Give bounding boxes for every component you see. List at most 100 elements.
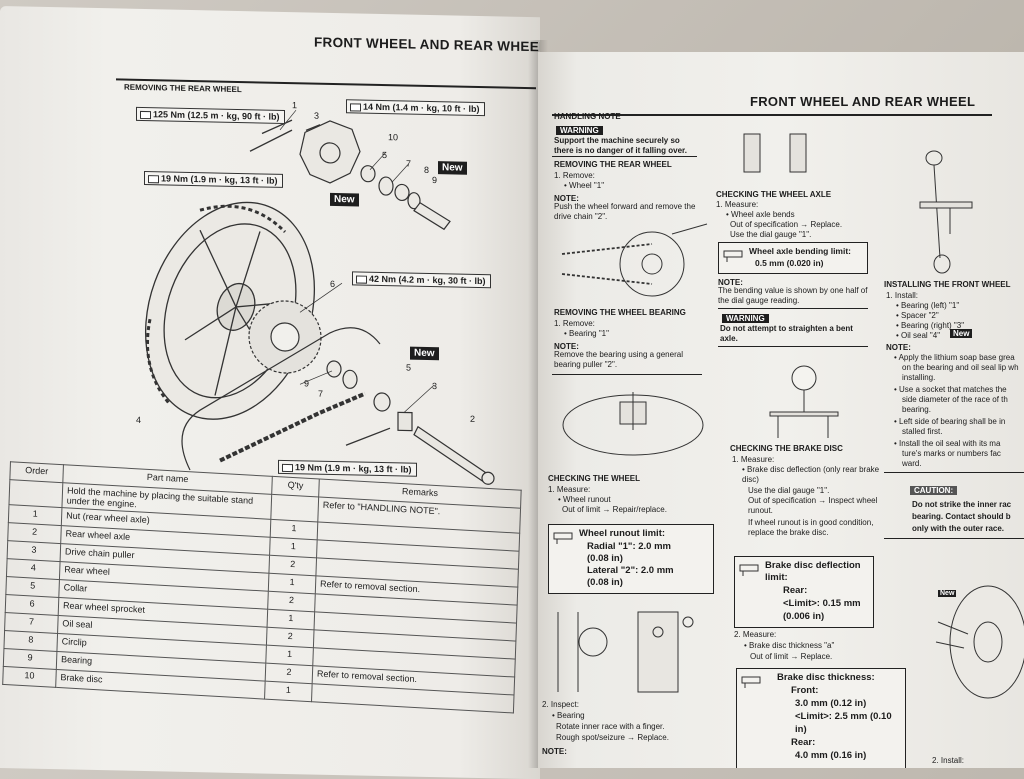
install-item: • Oil seal "4"	[896, 331, 941, 340]
install-step-2: 2. Install:	[932, 756, 965, 765]
callout-number: 1	[292, 100, 298, 111]
caliper-icon	[741, 676, 761, 688]
front-wheel-install-illustration	[919, 150, 973, 274]
right-page: FRONT WHEEL AND REAR WHEEL HANDLING NOTE…	[538, 52, 1024, 768]
spec-lateral-inch: (0.08 in)	[587, 577, 623, 588]
callout-number: 7	[318, 388, 324, 399]
wheel-runout-spec-box: Wheel runout limit: Radial "1": 2.0 mm (…	[548, 524, 714, 594]
note-line: installing.	[902, 373, 936, 382]
torque-label-19nm-bottom: 19 Nm (1.9 m · kg, 13 ft · lb)	[278, 459, 417, 477]
callout-number: 9	[304, 378, 310, 389]
note-line: • Use a socket that matches the	[894, 385, 1007, 394]
remove-step: 1. Remove:	[554, 171, 595, 180]
callout-number: 8	[424, 164, 430, 175]
measure-step: 1. Measure:	[716, 200, 759, 209]
warning-text: Do not attempt to straighten a bent axle…	[720, 324, 853, 343]
note-label: NOTE:	[554, 194, 579, 203]
runout-item: • Wheel runout	[558, 495, 611, 504]
spec-front: Front:	[791, 685, 819, 696]
note-line: bearing.	[902, 405, 931, 414]
spec-front-limit-cont: in)	[795, 724, 807, 735]
out-spec-text-2: Out of specification → Inspect wheel run…	[748, 496, 878, 515]
disc-deflection-spec-box: Brake disc deflection limit: Rear: <Limi…	[734, 556, 874, 628]
caliper-icon	[553, 532, 573, 544]
wheel-bearing-install-illustration	[935, 585, 1024, 699]
left-page: FRONT WHEEL AND REAR WHEEL REMOVING THE …	[0, 6, 540, 779]
note-label: NOTE:	[886, 343, 911, 352]
spec-front-value: 3.0 mm (0.12 in)	[795, 698, 867, 709]
wheel-chain-illustration	[561, 223, 708, 297]
use-gauge-text: Use the dial gauge "1".	[730, 230, 812, 239]
note-label: NOTE:	[718, 278, 743, 287]
note-label-bottom: NOTE:	[542, 747, 567, 756]
install-item: • Bearing (right) "3"	[896, 321, 965, 330]
install-step: 1. Install:	[886, 291, 919, 300]
runout-limit-text: Out of limit → Repair/replace.	[562, 505, 667, 514]
caution-line: only with the outer race.	[912, 524, 1005, 533]
torque-label-42nm: 42 Nm (4.2 m · kg, 30 ft · lb)	[352, 271, 491, 289]
checking-wheel-title: CHECKING THE WHEEL	[548, 474, 640, 483]
spec-rear: Rear:	[783, 585, 808, 596]
new-part-badge: New	[950, 329, 973, 338]
chain-puller-drawing	[397, 411, 413, 432]
callout-number: 10	[388, 132, 399, 143]
bolts-drawing	[249, 119, 391, 446]
table-cell-qty: 1	[264, 681, 313, 702]
use-gauge-text-2: Use the dial gauge "1".	[748, 486, 830, 495]
parts-table: Order Part name Q'ty Remarks Hold the ma…	[2, 461, 522, 713]
callout-number: 5	[406, 362, 412, 373]
spec-lateral: Lateral "2": 2.0 mm	[587, 565, 674, 576]
callout-number: 6	[330, 278, 336, 290]
brake-disc-drawing	[299, 120, 361, 184]
caliper-icon	[723, 250, 743, 262]
checking-axle-title: CHECKING THE WHEEL AXLE	[716, 190, 832, 199]
callout-number: 4	[136, 414, 142, 425]
wheel-runout-illustration	[557, 611, 694, 693]
remove-step-2: 1. Remove:	[554, 319, 595, 328]
axle-bending-spec-box: Wheel axle bending limit: 0.5 mm (0.020 …	[718, 242, 868, 274]
callout-number: 3	[432, 381, 438, 392]
caution-line: Do not strike the inner rac	[912, 500, 1012, 509]
callout-number: 5	[382, 150, 388, 161]
spec-title: Brake disc deflection limit:	[765, 560, 861, 583]
torque-label-19nm-top: 19 Nm (1.9 m · kg, 13 ft · lb)	[144, 171, 283, 188]
out-spec-text: Out of specification → Replace.	[730, 220, 843, 229]
new-part-badge: New	[938, 590, 957, 597]
inspect-step: 2. Inspect:	[542, 700, 579, 709]
callout-number: 9	[432, 175, 438, 186]
callout-number: 7	[406, 158, 412, 169]
drive-chain-drawing	[181, 327, 381, 471]
warning-text: Support the machine securely so there is…	[554, 136, 687, 155]
spec-title: Brake disc thickness:	[777, 672, 875, 683]
removing-bearing-title: REMOVING THE WHEEL BEARING	[554, 308, 686, 317]
new-part-badge: New	[410, 346, 439, 361]
checking-disc-title: CHECKING THE BRAKE DISC	[730, 444, 843, 453]
note-text: The bending value is shown by one half o…	[718, 286, 868, 305]
note-line: • Install the oil seal with its ma	[894, 439, 1001, 448]
callout-number: 3	[314, 110, 320, 121]
divider	[884, 472, 1024, 473]
note-line: • Left side of bearing shall be in	[894, 417, 1006, 426]
divider	[718, 346, 868, 347]
warning-label: WARNING	[722, 314, 769, 323]
rough-text: Rough spot/seizure → Replace.	[556, 733, 669, 742]
note-line: on the bearing and oil seal lip wh	[902, 363, 1019, 372]
remove-item: • Wheel "1"	[564, 181, 605, 190]
right-page-header: FRONT WHEEL AND REAR WHEEL	[750, 94, 976, 109]
measure-step-3: 2. Measure:	[734, 630, 777, 639]
install-item: • Spacer "2"	[896, 311, 939, 320]
disc-deflection-item: • Brake disc deflection (only rear brake…	[742, 465, 880, 484]
axle-gauge-illustration	[743, 133, 807, 173]
exploded-view-diagram	[144, 109, 495, 485]
note-line: stalled first.	[902, 427, 943, 436]
divider	[552, 156, 697, 157]
table-cell-qty	[270, 494, 319, 522]
warning-label: WARNING	[556, 126, 603, 135]
new-part-badge: New	[330, 192, 359, 207]
spec-title: Wheel axle bending limit:	[749, 246, 852, 256]
torque-label-14nm: 14 Nm (1.4 m · kg, 10 ft · lb)	[346, 99, 485, 117]
caution-line: bearing. Contact should b	[912, 512, 1011, 521]
divider	[884, 538, 1024, 539]
note-label-2: NOTE:	[554, 342, 579, 351]
install-item: • Bearing (left) "1"	[896, 301, 960, 310]
